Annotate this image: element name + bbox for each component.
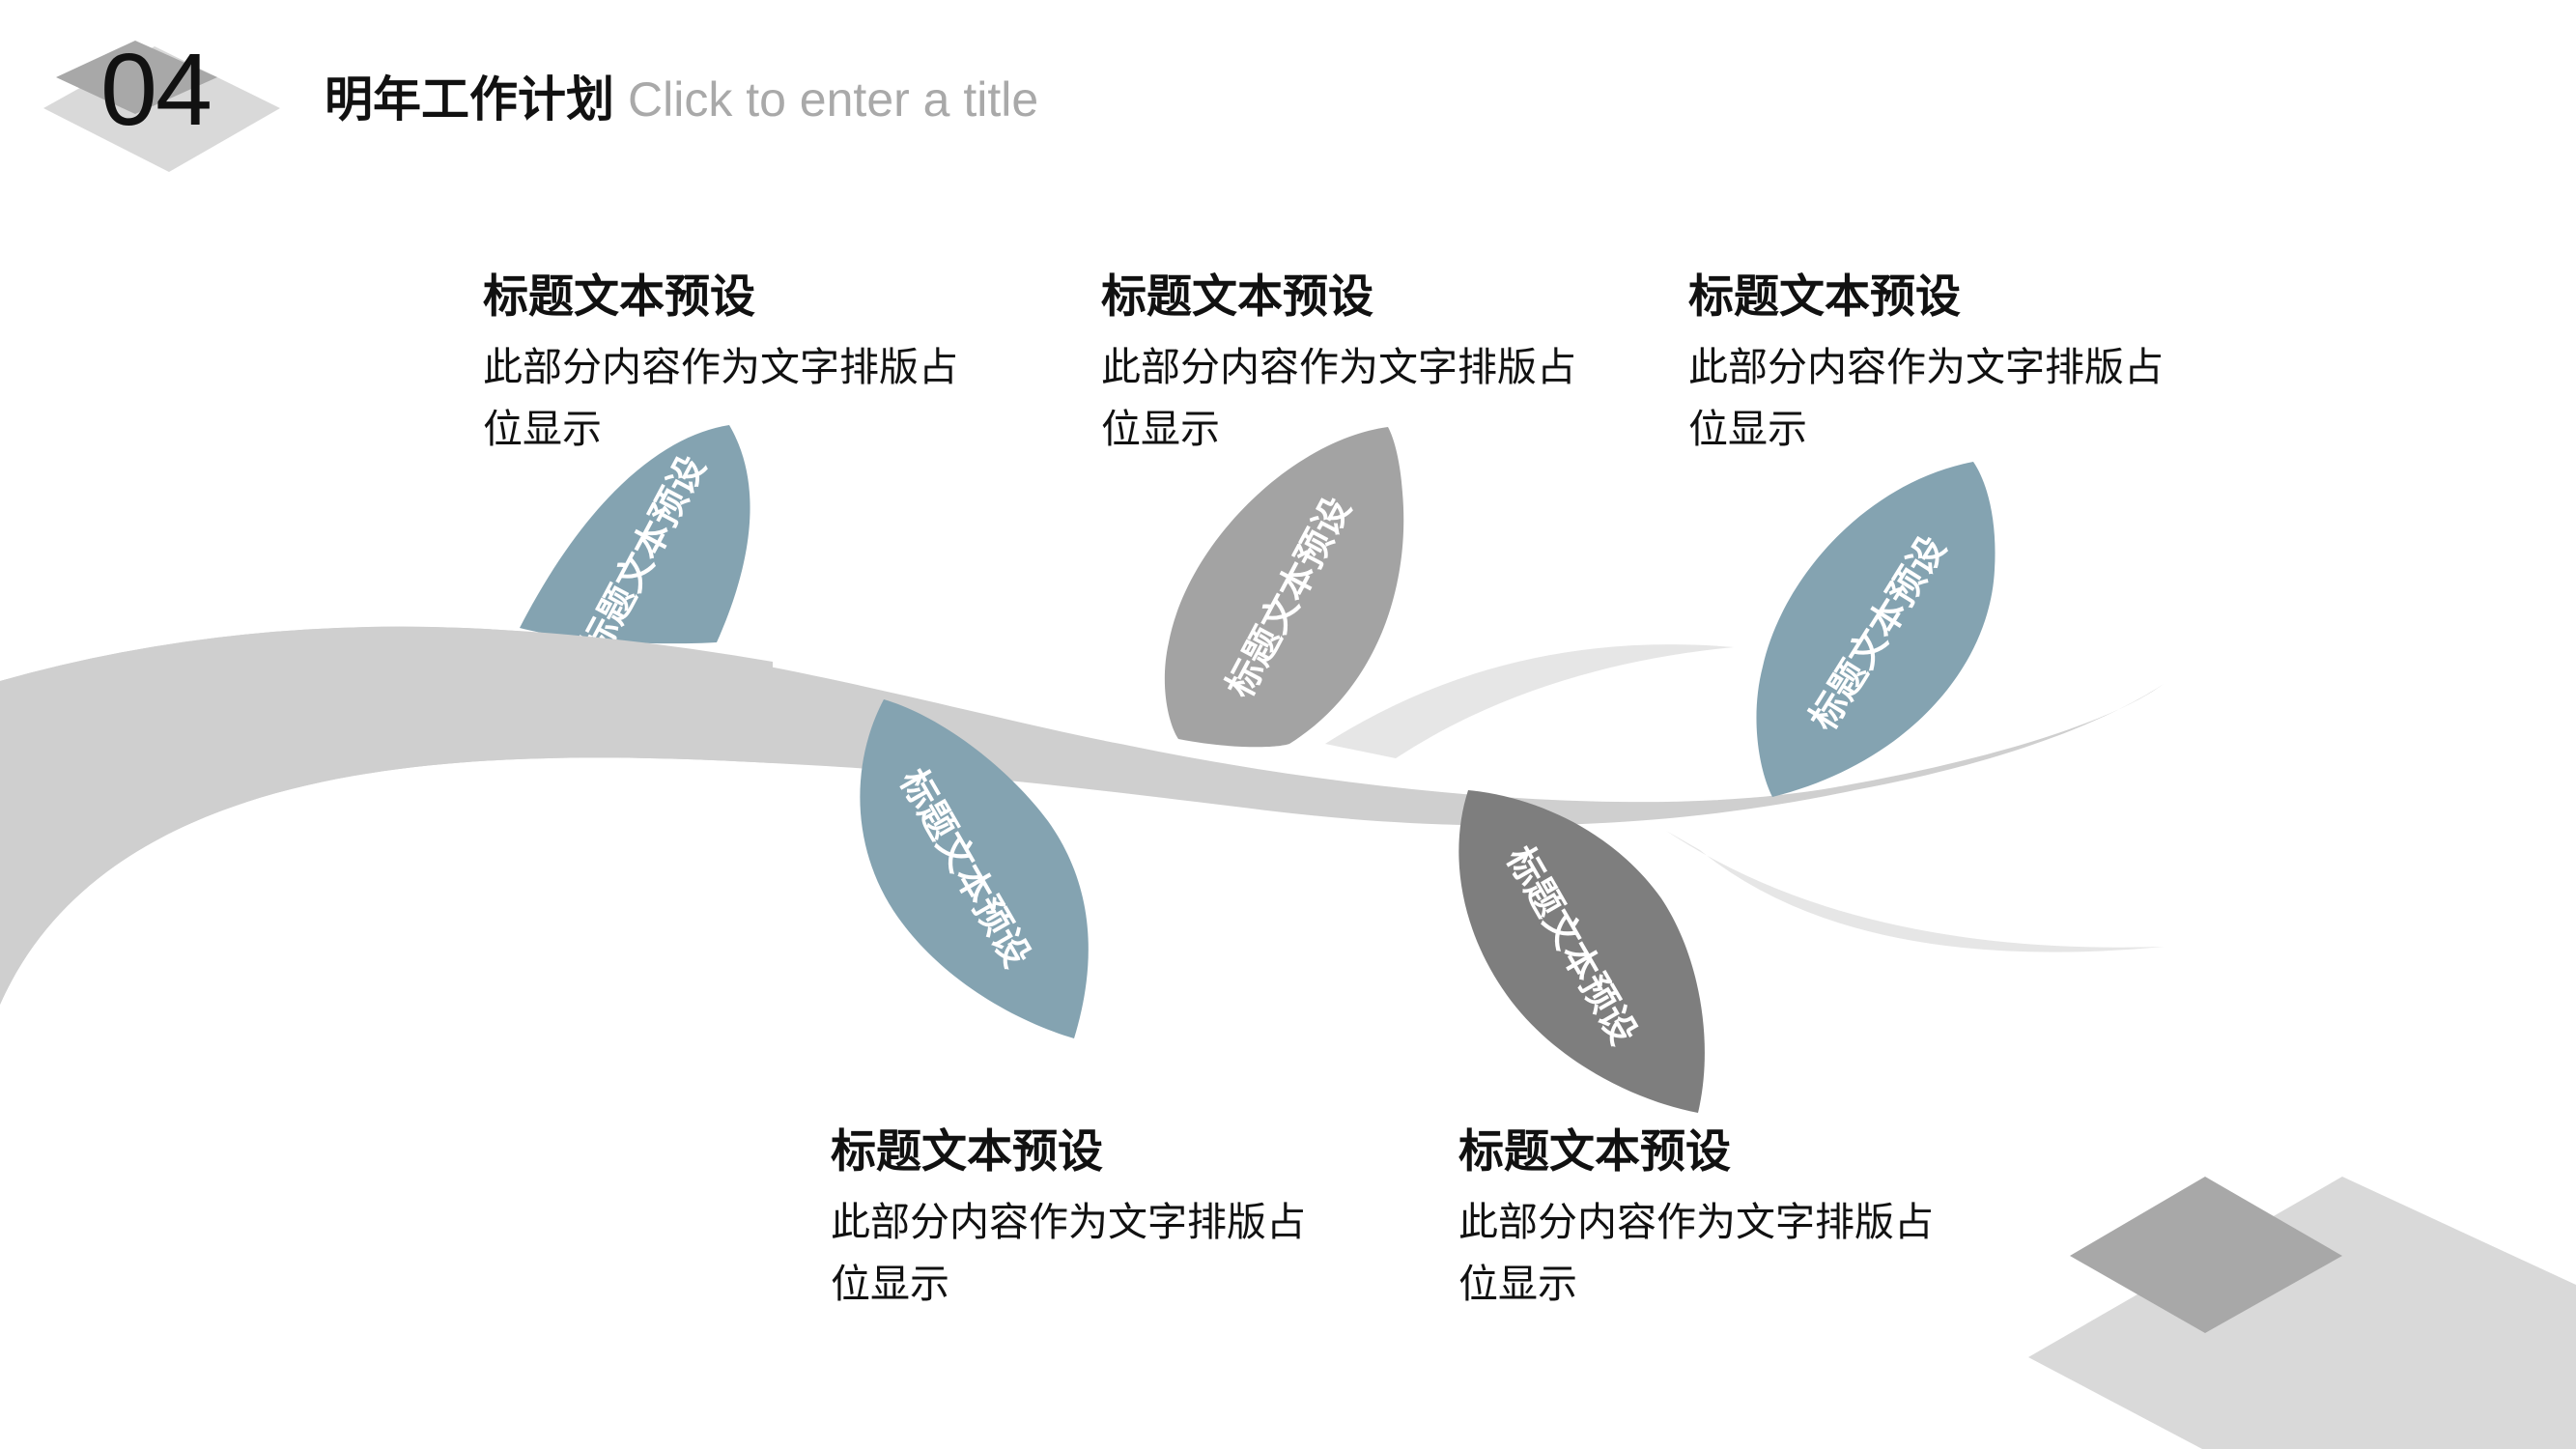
text-block-4: 标题文本预设 此部分内容作为文字排版占位显示 <box>831 1125 1333 1315</box>
title-subtitle[interactable]: Click to enter a title <box>628 72 1039 127</box>
block-title[interactable]: 标题文本预设 <box>1688 270 1961 324</box>
header-diamond-front <box>56 41 217 114</box>
block-body[interactable]: 此部分内容作为文字排版占位显示 <box>1688 344 2164 453</box>
block-body[interactable]: 此部分内容作为文字排版占位显示 <box>1458 1199 1934 1308</box>
text-block-2: 标题文本预设 此部分内容作为文字排版占位显示 <box>1101 270 1603 460</box>
text-block-3: 标题文本预设 此部分内容作为文字排版占位显示 <box>1688 270 2191 460</box>
corner-diamond-dark <box>2070 1177 2342 1333</box>
corner-diamond-light <box>2028 1177 2576 1449</box>
block-body[interactable]: 此部分内容作为文字排版占位显示 <box>1101 344 1576 453</box>
leaf-2 <box>1164 427 1404 748</box>
leaf-5 <box>1458 790 1705 1113</box>
block-title[interactable]: 标题文本预设 <box>831 1125 1103 1179</box>
leaf-3 <box>1756 462 1996 797</box>
block-title[interactable]: 标题文本预设 <box>1101 270 1373 324</box>
section-number: 04 <box>100 33 212 147</box>
block-title[interactable]: 标题文本预设 <box>483 270 755 324</box>
block-body[interactable]: 此部分内容作为文字排版占位显示 <box>831 1199 1306 1308</box>
main-branch-overlay <box>0 626 773 1005</box>
block-title[interactable]: 标题文本预设 <box>1458 1125 1731 1179</box>
block-body[interactable]: 此部分内容作为文字排版占位显示 <box>483 344 958 453</box>
leaf-1 <box>520 425 750 644</box>
thin-branch-lower <box>1666 831 2164 952</box>
text-block-1: 标题文本预设 此部分内容作为文字排版占位显示 <box>483 270 985 460</box>
title-main: 明年工作计划 <box>325 71 614 128</box>
text-block-5: 标题文本预设 此部分内容作为文字排版占位显示 <box>1458 1125 1961 1315</box>
leaf-4 <box>860 699 1089 1038</box>
thin-branch-upper <box>1325 644 1734 758</box>
